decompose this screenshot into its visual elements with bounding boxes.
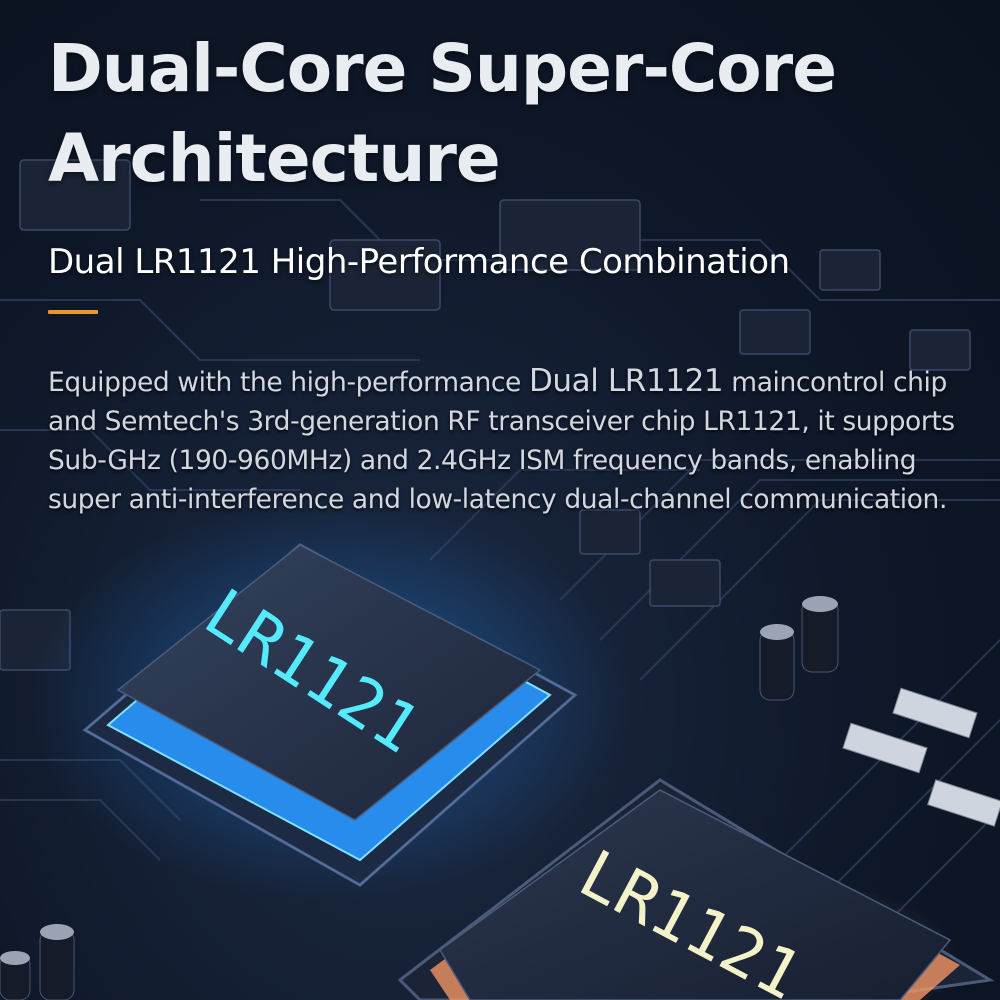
subheadline: Dual LR1121 High-Performance Combination: [48, 242, 790, 282]
accent-bar: [48, 310, 98, 314]
capacitors: [0, 596, 839, 1000]
body-text-2: maincontrol chip and Semtech's 3rd-gener…: [48, 367, 955, 515]
body-emphasis: Dual LR1121: [528, 363, 724, 399]
body-text-1: Equipped with the high-performance: [48, 367, 529, 398]
headline-line-1: Dual-Core Super-Core: [48, 30, 837, 107]
body-paragraph: Equipped with the high-performance Dual …: [48, 362, 988, 519]
resistors: [842, 687, 1000, 827]
chip-1: [30, 500, 630, 900]
text-panel: Dual-Core Super-Core Architecture Dual L…: [48, 24, 988, 519]
chip-2: [397, 778, 995, 1000]
headline: Dual-Core Super-Core Architecture: [48, 24, 988, 204]
headline-line-2: Architecture: [48, 120, 501, 197]
